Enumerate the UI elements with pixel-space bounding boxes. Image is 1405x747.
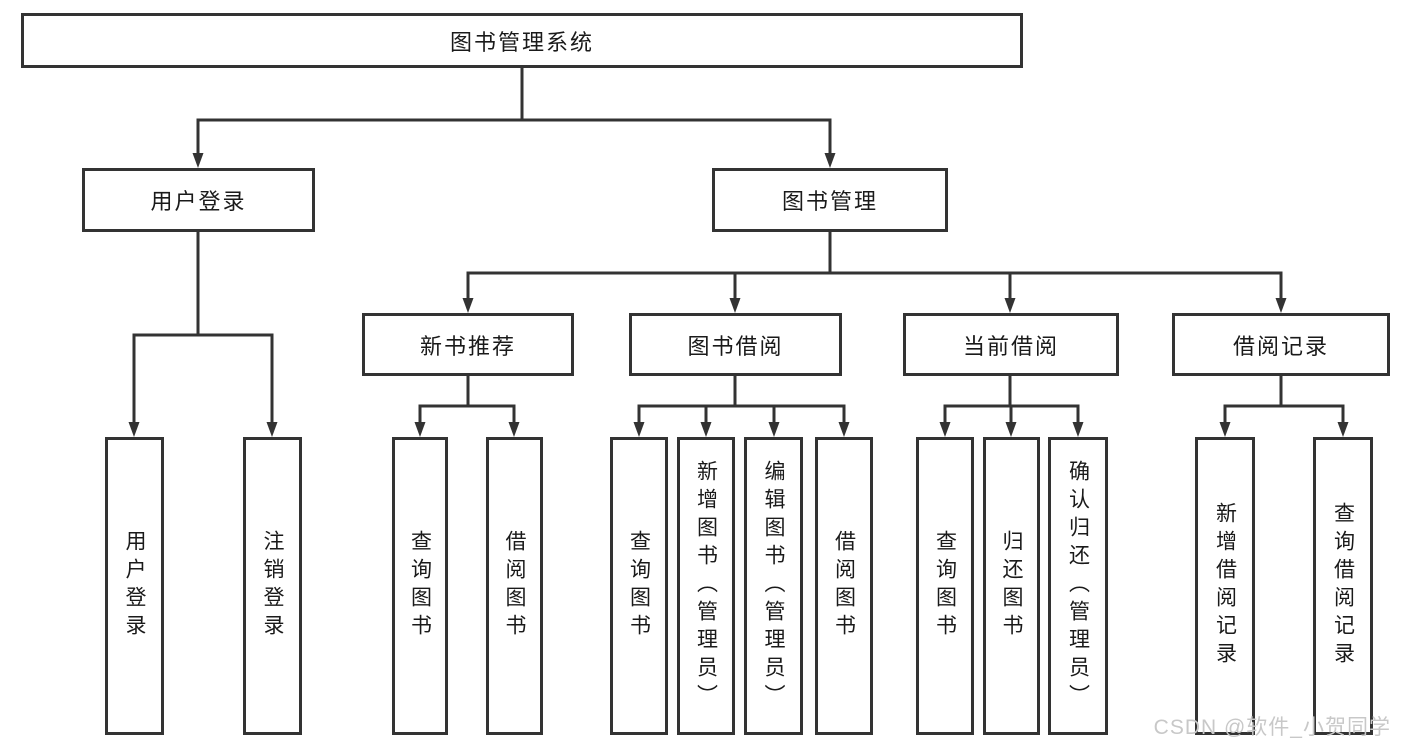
leaf-query-books-borrow: 查询图书 — [610, 437, 668, 735]
leaf-return-books: 归还图书 — [983, 437, 1040, 735]
node-library-system: 图书管理系统 — [21, 13, 1023, 68]
leaf-query-books-recommend: 查询图书 — [392, 437, 448, 735]
leaf-borrow-books-recommend: 借阅图书 — [486, 437, 543, 735]
node-book-borrow: 图书借阅 — [629, 313, 842, 376]
node-borrow-records: 借阅记录 — [1172, 313, 1390, 376]
leaf-query-borrow-record: 查询借阅记录 — [1313, 437, 1373, 735]
leaf-add-borrow-record: 新增借阅记录 — [1195, 437, 1255, 735]
node-user-login: 用户登录 — [82, 168, 315, 232]
watermark: CSDN @软件_小贺同学 — [1153, 716, 1391, 739]
connector-borrow-record-children — [1219, 376, 1349, 437]
node-new-book-recommend: 新书推荐 — [362, 313, 574, 376]
node-book-management: 图书管理 — [712, 168, 948, 232]
leaf-query-books-current: 查询图书 — [916, 437, 974, 735]
leaf-add-books-admin: 新增图书（管理员） — [677, 437, 735, 735]
connector-book-borrow-children — [633, 376, 850, 437]
leaf-logout: 注销登录 — [243, 437, 302, 735]
connector-new-book-children — [414, 376, 520, 437]
node-current-borrow: 当前借阅 — [903, 313, 1119, 376]
connector-current-borrow-children — [939, 376, 1084, 437]
leaf-confirm-return-admin: 确认归还（管理员） — [1048, 437, 1108, 735]
connector-user-login-children — [128, 232, 278, 437]
leaf-user-login: 用户登录 — [105, 437, 164, 735]
leaf-borrow-books: 借阅图书 — [815, 437, 873, 735]
connector-book-mgmt-children — [462, 232, 1287, 313]
connector-root-to-level2 — [192, 68, 836, 168]
leaf-edit-books-admin: 编辑图书（管理员） — [744, 437, 803, 735]
